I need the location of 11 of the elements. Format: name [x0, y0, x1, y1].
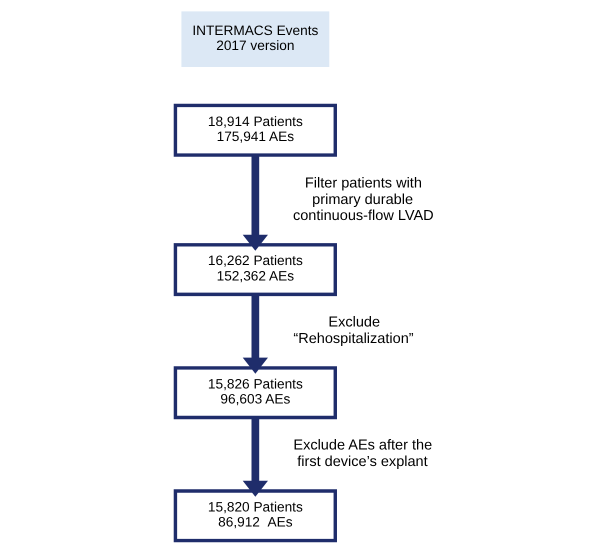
node-box: INTERMACS Events 2017 version [181, 11, 330, 67]
node-box: 15,826 Patients 96,603 AEs [174, 366, 337, 420]
arrow [242, 155, 268, 251]
node-box: 18,914 Patients 175,941 AEs [174, 104, 337, 157]
edge-label: Filter patients with primary durable continuous-flow LVAD [292, 176, 434, 224]
node-box: 16,262 Patients 152,362 AEs [174, 243, 337, 296]
edge-label: Exclude “Rehospitalization” [293, 314, 414, 347]
arrow [242, 294, 268, 374]
node-box: 15,820 Patients 86,912 AEs [174, 489, 337, 542]
arrow [242, 418, 268, 497]
edge-label: Exclude AEs after the first device’s explant [293, 438, 432, 470]
